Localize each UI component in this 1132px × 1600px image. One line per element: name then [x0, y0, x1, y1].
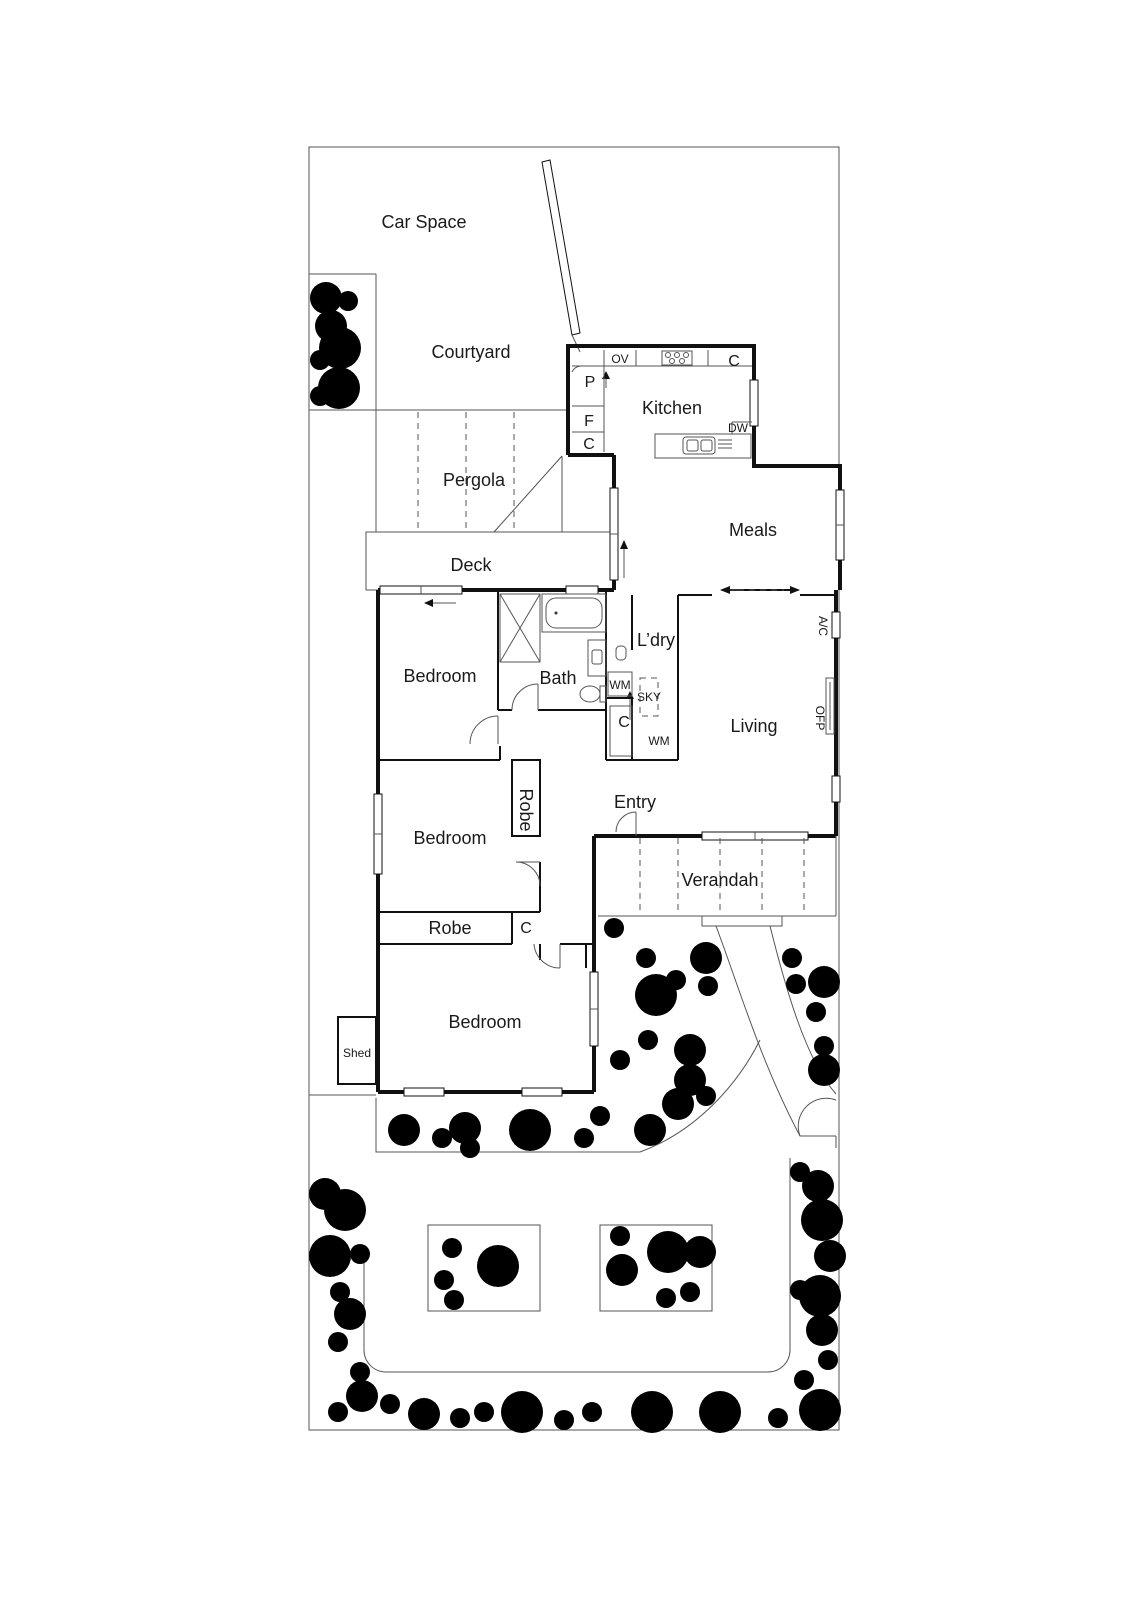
fixture-label-oven: OV: [611, 352, 628, 366]
fixture-label-pantry: P: [585, 374, 596, 391]
doors: [469, 683, 637, 969]
living-fixtures: [825, 677, 835, 735]
room-label-shed: Shed: [343, 1046, 371, 1060]
room-label-kitchen: Kitchen: [642, 398, 702, 418]
room-label-robe-1: Robe: [516, 788, 536, 831]
room-label-bedroom-1: Bedroom: [403, 666, 476, 686]
windows: [373, 379, 845, 1097]
interior-walls: [378, 590, 836, 968]
fixture-label-air-conditioner: A/C: [816, 616, 830, 636]
garden-paths: [363, 925, 837, 1373]
fixture-label-cupboard-kitchen-top: C: [728, 353, 740, 370]
fixture-label-fridge: F: [584, 413, 594, 430]
kitchen-fixtures: [571, 350, 752, 459]
room-label-courtyard: Courtyard: [431, 342, 510, 362]
room-label-laundry: L’dry: [637, 630, 675, 650]
room-label-bath: Bath: [539, 668, 576, 688]
room-label-car-space: Car Space: [381, 212, 466, 232]
fixture-label-washing-machine-bath: WM: [609, 678, 630, 692]
fixture-label-open-fireplace: OFP: [813, 706, 827, 731]
room-label-verandah: Verandah: [681, 870, 758, 890]
deck-outline: [365, 531, 614, 591]
shed-box: [337, 1016, 377, 1085]
room-label-robe-2: Robe: [428, 918, 471, 938]
room-label-bedroom-3: Bedroom: [448, 1012, 521, 1032]
room-label-meals: Meals: [729, 520, 777, 540]
robe-box-bedroom-2: [511, 759, 541, 837]
fixture-label-cupboard-kitchen-side: C: [583, 436, 595, 453]
sliding-door-arrows: [424, 371, 800, 720]
room-label-living: Living: [730, 716, 777, 736]
room-labels: Car Space Courtyard Kitchen Pergola Deck…: [343, 212, 778, 1060]
bathroom-fixtures: [499, 593, 659, 757]
room-label-deck: Deck: [450, 555, 492, 575]
fixture-label-washing-machine-laundry: WM: [648, 734, 669, 748]
fixture-label-dishwasher: DW: [728, 421, 749, 435]
car-space-gate: [541, 159, 581, 353]
verandah-structure: [598, 836, 837, 927]
fixture-label-cupboard-laundry: C: [618, 714, 630, 731]
room-label-bedroom-2: Bedroom: [413, 828, 486, 848]
pergola-structure: [375, 410, 563, 533]
room-label-pergola: Pergola: [443, 470, 506, 490]
fixture-label-skylight: SKY: [637, 690, 661, 704]
fixture-label-cupboard-hall: C: [520, 920, 532, 937]
fixture-labels: OV P F C C DW WM WM SKY C A/C OFP C: [520, 352, 830, 937]
room-label-entry: Entry: [614, 792, 656, 812]
